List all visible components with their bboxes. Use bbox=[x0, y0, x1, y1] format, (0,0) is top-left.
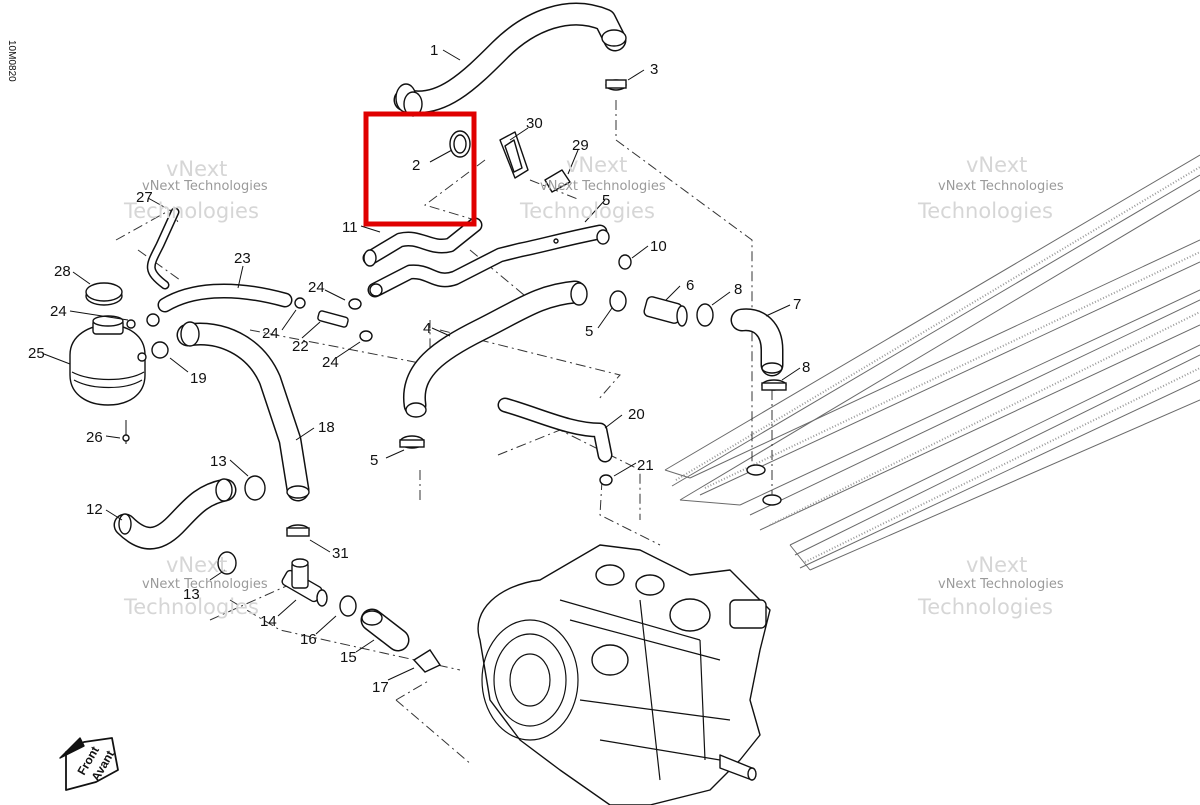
callout-23: 23 bbox=[234, 250, 251, 267]
callout-24-c: 24 bbox=[50, 303, 67, 320]
callout-5-top: 5 bbox=[602, 192, 610, 209]
svg-text:Technologies: Technologies bbox=[917, 595, 1053, 619]
svg-text:vNext Technologies: vNext Technologies bbox=[142, 577, 268, 592]
callout-8-upper: 8 bbox=[734, 281, 742, 298]
svg-text:vNext: vNext bbox=[966, 553, 1027, 577]
callout-13-upper: 13 bbox=[210, 453, 227, 470]
callout-8-lower: 8 bbox=[802, 359, 810, 376]
hose-20 bbox=[497, 397, 613, 463]
engine bbox=[477, 544, 771, 805]
elbow-7 bbox=[730, 308, 784, 377]
svg-text:vNext Technologies: vNext Technologies bbox=[142, 179, 268, 194]
clamps bbox=[122, 79, 787, 673]
highlight-box bbox=[363, 111, 477, 227]
watermark: vNext vNext Technologies Technologies bbox=[917, 553, 1064, 619]
hose-18 bbox=[176, 321, 310, 502]
fitting-29 bbox=[544, 169, 571, 193]
callout-18: 18 bbox=[318, 419, 335, 436]
callout-17: 17 bbox=[372, 679, 389, 696]
fitting-6 bbox=[643, 296, 688, 327]
hose-12 bbox=[113, 478, 237, 550]
svg-text:Technologies: Technologies bbox=[519, 199, 655, 223]
svg-text:vNext Technologies: vNext Technologies bbox=[540, 179, 666, 194]
callout-30: 30 bbox=[526, 115, 543, 132]
callout-27: 27 bbox=[136, 189, 153, 206]
callout-13-lower: 13 bbox=[183, 586, 200, 603]
callout-24-d: 24 bbox=[322, 354, 339, 371]
callout-26: 26 bbox=[86, 429, 103, 446]
hose-23 bbox=[157, 283, 293, 313]
hose-15 bbox=[360, 608, 410, 652]
svg-text:vNext: vNext bbox=[966, 153, 1027, 177]
callout-12: 12 bbox=[86, 501, 103, 518]
svg-text:Technologies: Technologies bbox=[123, 199, 259, 223]
callout-21: 21 bbox=[637, 457, 654, 474]
watermark: vNext vNext Technologies Technologies bbox=[123, 157, 268, 223]
svg-text:vNext: vNext bbox=[566, 153, 627, 177]
gasket-30 bbox=[499, 131, 529, 179]
svg-text:vNext Technologies: vNext Technologies bbox=[938, 577, 1064, 592]
callout-14: 14 bbox=[260, 613, 277, 630]
svg-text:vNext Technologies: vNext Technologies bbox=[938, 179, 1064, 194]
hose-11 bbox=[362, 217, 608, 298]
callout-leaders bbox=[43, 49, 801, 681]
reference-code: 10M0820 bbox=[6, 40, 17, 82]
callout-6: 6 bbox=[686, 277, 694, 294]
callout-10: 10 bbox=[650, 238, 667, 255]
callout-5-lower: 5 bbox=[370, 452, 378, 469]
callout-29: 29 bbox=[572, 137, 589, 154]
callout-16: 16 bbox=[300, 631, 317, 648]
hose-1 bbox=[393, 2, 627, 117]
callout-22: 22 bbox=[292, 338, 309, 355]
callout-28: 28 bbox=[54, 263, 71, 280]
assembly-lines bbox=[115, 100, 773, 766]
callout-15: 15 bbox=[340, 649, 357, 666]
callout-25: 25 bbox=[28, 345, 45, 362]
callout-3: 3 bbox=[650, 61, 658, 78]
callout-24-a: 24 bbox=[308, 279, 325, 296]
fitting-22 bbox=[317, 310, 349, 328]
watermark: vNext vNext Technologies Technologies bbox=[519, 153, 666, 223]
callout-5-upper: 5 bbox=[585, 323, 593, 340]
callout-24-b: 24 bbox=[262, 325, 279, 342]
svg-text:vNext: vNext bbox=[166, 157, 227, 181]
tee-14 bbox=[281, 558, 328, 607]
hose-4 bbox=[403, 280, 588, 418]
callout-2: 2 bbox=[412, 157, 420, 174]
callout-7: 7 bbox=[793, 296, 801, 313]
hose-27 bbox=[146, 207, 180, 290]
callout-19: 19 bbox=[190, 370, 207, 387]
watermark: vNext vNext Technologies Technologies bbox=[123, 553, 268, 619]
svg-text:vNext: vNext bbox=[166, 553, 227, 577]
callout-numbers: 1 2 3 4 5 5 5 6 7 8 8 10 11 12 13 13 14 … bbox=[28, 42, 810, 696]
svg-text:Technologies: Technologies bbox=[917, 199, 1053, 223]
callout-20: 20 bbox=[628, 406, 645, 423]
radiator bbox=[664, 154, 1200, 571]
front-direction-arrow: Front Avant bbox=[59, 737, 119, 791]
expansion-tank bbox=[69, 315, 147, 406]
callout-11: 11 bbox=[342, 219, 358, 236]
callout-4: 4 bbox=[423, 320, 431, 337]
watermark: vNext vNext Technologies Technologies bbox=[917, 153, 1064, 223]
callout-1: 1 bbox=[430, 42, 438, 59]
cap-28 bbox=[85, 282, 123, 306]
svg-text:Technologies: Technologies bbox=[123, 595, 259, 619]
callout-31: 31 bbox=[332, 545, 349, 562]
